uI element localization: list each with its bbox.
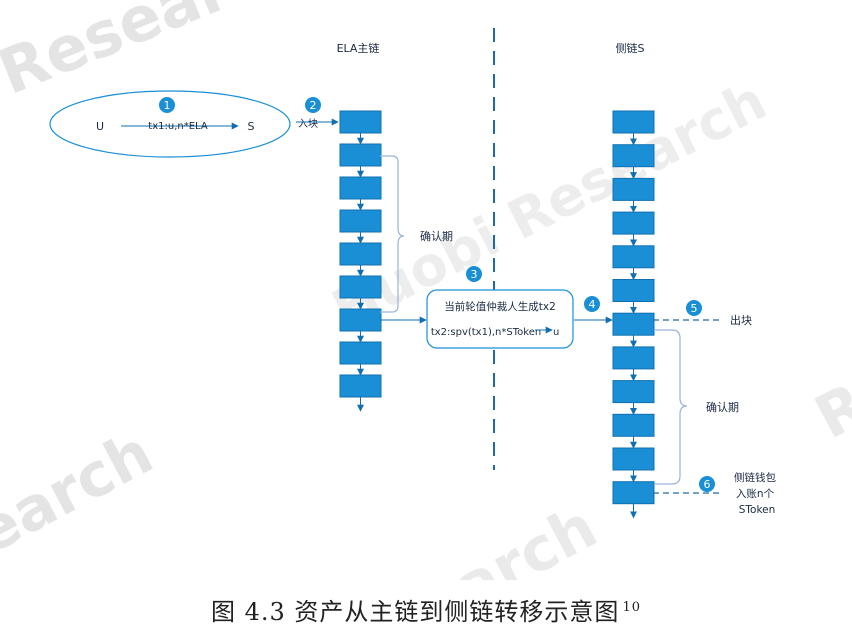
- step4-to-side: 4: [574, 296, 613, 324]
- step1-transaction: 1 U tx1:u,n*ELA S: [49, 90, 291, 158]
- side-block-4: [612, 211, 655, 235]
- side-block-11: [612, 447, 655, 471]
- step-number-4: 4: [589, 298, 596, 311]
- step6-wallet-credit: 6 侧链钱包 入账n个 SToken: [653, 471, 776, 516]
- main-block-8: [339, 341, 382, 365]
- step-badge-2: [305, 97, 321, 113]
- side-block-12: [612, 481, 655, 505]
- side-block-1: [612, 110, 655, 134]
- main-confirm-label: 确认期: [420, 230, 453, 243]
- step-number-2: 2: [310, 99, 317, 112]
- side-block-9: [612, 380, 655, 404]
- side-confirm-label: 确认期: [706, 401, 739, 414]
- watermark-research-top: Research: [0, 0, 314, 109]
- side-chain-title: 侧链S: [616, 41, 645, 55]
- tx-ellipse: [49, 90, 291, 158]
- tx1-label: tx1:u,n*ELA: [148, 121, 208, 132]
- main-confirm-period: 确认期: [380, 155, 453, 313]
- arbiter-box: [426, 289, 574, 349]
- step2-into-block: 2 入块: [296, 97, 339, 130]
- side-block-10: [612, 413, 655, 437]
- main-block-6: [339, 275, 382, 299]
- step5-produce-block: 5 出块: [653, 300, 752, 327]
- into-block-label: 入块: [298, 118, 318, 130]
- step-number-1: 1: [164, 99, 171, 112]
- side-block-2: [612, 144, 655, 168]
- receiver-label: S: [248, 120, 255, 133]
- main-block-2: [339, 143, 382, 167]
- side-block-6: [612, 279, 655, 302]
- watermark-layer: Research Huobi Research earch arch R: [0, 0, 852, 580]
- arbiter-line-2: tx2:spv(tx1),n*SToken: [431, 327, 541, 338]
- main-confirm-bracket: [380, 155, 405, 313]
- step-badge-6: [699, 476, 715, 492]
- caption-text: 图 4.3 资产从主链到侧链转移示意图: [211, 598, 620, 626]
- main-block-3: [339, 176, 382, 200]
- caption-footnote: 10: [622, 600, 641, 615]
- step-number-6: 6: [704, 478, 711, 491]
- main-block-4: [339, 209, 382, 233]
- tx2-recipient: u: [553, 327, 559, 338]
- step-badge-5: [686, 300, 702, 316]
- watermark-research-bottom-left: earch: [0, 418, 164, 569]
- step-badge-4: [584, 296, 600, 312]
- wallet-line-3: SToken: [739, 504, 776, 516]
- sender-label: U: [96, 120, 104, 133]
- side-block-7: [612, 312, 655, 336]
- side-chain-blocks: [612, 110, 655, 519]
- flow-diagram: Research Huobi Research earch arch R ELA…: [0, 0, 852, 580]
- wallet-line-2: 入账n个: [736, 488, 775, 500]
- step-badge-1: [159, 97, 175, 113]
- side-confirm-bracket: [654, 329, 688, 485]
- step-number-3: 3: [471, 268, 478, 281]
- wallet-line-1: 侧链钱包: [734, 471, 776, 484]
- main-chain-blocks: [339, 110, 382, 412]
- side-block-8: [612, 346, 655, 370]
- watermark-research-bottom: arch: [444, 492, 608, 580]
- main-block-7: [339, 308, 382, 332]
- main-block-1: [339, 110, 382, 134]
- produce-label: 出块: [730, 313, 752, 327]
- main-block-9: [339, 374, 382, 398]
- main-chain-title: ELA主链: [337, 41, 380, 55]
- step-number-5: 5: [691, 302, 698, 315]
- watermark-research-right: R: [804, 370, 852, 453]
- step-badge-3: [466, 266, 482, 282]
- side-block-5: [612, 245, 655, 269]
- arbiter-line-1: 当前轮值仲裁人生成tx2: [444, 300, 556, 313]
- step3-arbiter: 3 当前轮值仲裁人生成tx2 tx2:spv(tx1),n*SToken u: [380, 266, 574, 349]
- main-block-5: [339, 242, 382, 266]
- side-confirm-period: 确认期: [654, 329, 739, 485]
- side-block-3: [612, 177, 655, 201]
